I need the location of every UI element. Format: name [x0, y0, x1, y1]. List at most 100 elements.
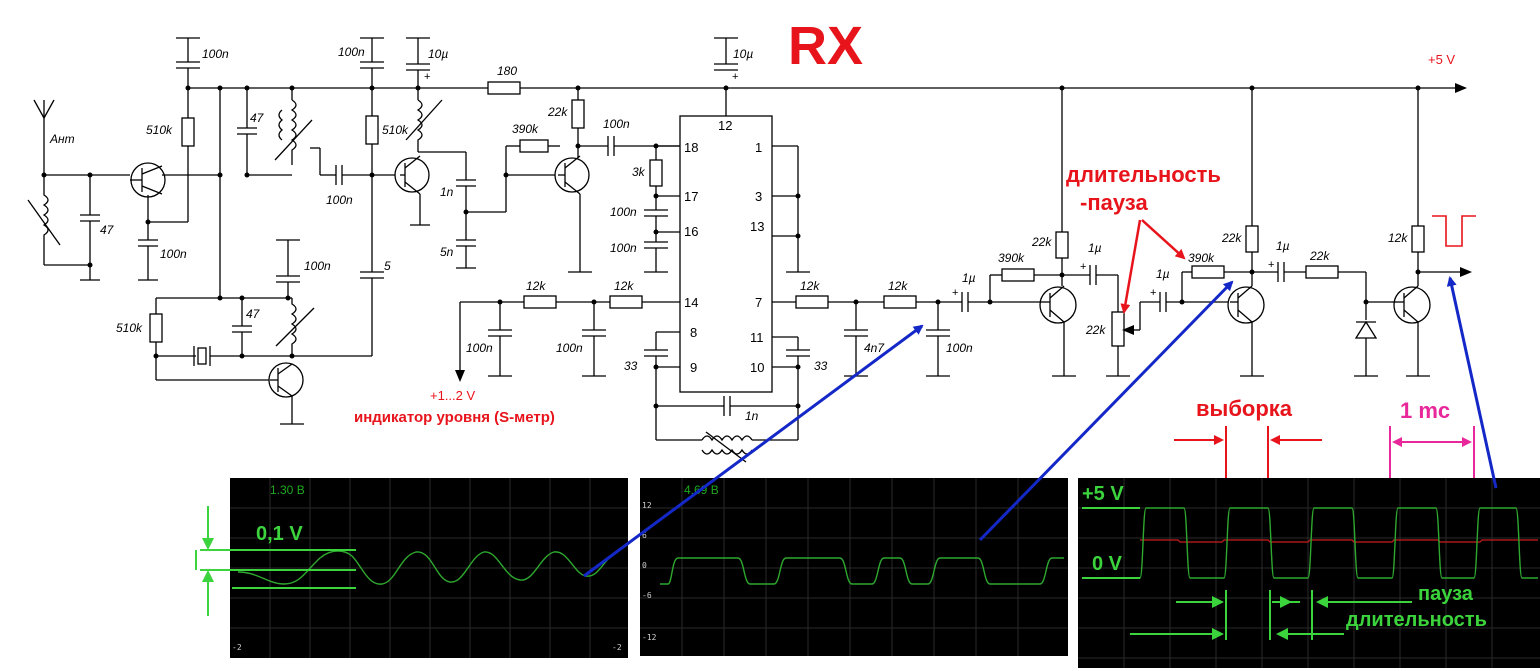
label-r-22k-pot: 22k	[1085, 323, 1106, 337]
ic-pin-8: 8	[690, 325, 697, 340]
label-r-510k-b: 510k	[382, 123, 409, 137]
label-r-22k-d: 22k	[1309, 249, 1330, 263]
svg-text:6: 6	[642, 531, 647, 540]
mixer-stage: + 10µ 510k 1n 5n	[394, 37, 520, 269]
ic-pin-10: 10	[750, 360, 764, 375]
ic-pin-3: 3	[755, 189, 762, 204]
label-c-1u-d: 1µ	[1276, 239, 1290, 253]
output-stage: 12k	[1388, 85, 1476, 377]
label-c-10u-a: 10µ	[428, 47, 448, 61]
label-r-390k-c: 390k	[1188, 251, 1215, 265]
label-c-1n-b: 1n	[745, 409, 759, 423]
level-voltage-label: +1...2 V	[430, 388, 475, 403]
tank-circuit: 47 100n	[217, 85, 400, 298]
oscillator-stage: 510k 47 100n	[116, 239, 331, 425]
label-c-47-a: 47	[100, 223, 115, 237]
label-r-12k-d: 12k	[888, 279, 908, 293]
label-c-33-a: 33	[624, 359, 638, 373]
svg-text:+: +	[952, 287, 958, 299]
label-c-47-c: 47	[246, 307, 261, 321]
label-r-390k-b: 390k	[998, 251, 1025, 265]
oscilloscope-2: 4.69 В 126 0-6 -12	[640, 478, 1068, 656]
ic-chip: + 10µ 12 18 17 16 14 8 9 1 3 13 7 11 10 …	[610, 37, 828, 463]
label-c-100n-g: 100n	[610, 241, 637, 255]
amplifier-stage-2: 390k 22k + 1µ 22k + 1µ	[989, 85, 1230, 377]
label-c-100n-a: 100n	[202, 47, 229, 61]
label-c-1u-a: 1µ	[962, 271, 976, 285]
label-r-180: 180	[497, 64, 517, 78]
annotation-one-ms: 1 mc	[1400, 398, 1450, 423]
title-rx: RX	[788, 16, 863, 76]
ic-pin-16: 16	[684, 224, 698, 239]
probe-arrows	[583, 276, 1498, 578]
svg-text:-6: -6	[642, 591, 652, 600]
annotation-duration-pause-line1: длительность	[1066, 162, 1221, 187]
svg-text:+: +	[424, 71, 430, 83]
scope1-amplitude-label: 0,1 V	[256, 523, 303, 545]
label-c-100n-d: 100n	[338, 45, 365, 59]
annotation-duration-pause-line2: -пауза	[1080, 190, 1148, 215]
label-c-1u-c: 1µ	[1156, 267, 1170, 281]
ic-pin-17: 17	[684, 189, 698, 204]
label-c-100n-j: 100n	[946, 341, 973, 355]
label-r-390k-a: 390k	[512, 122, 539, 136]
bias-network-mid: 100n 510k 5	[292, 37, 409, 357]
duration-pause-annotation: длительность -пауза	[1066, 162, 1221, 314]
label-r-510k-a: 510k	[146, 123, 173, 137]
label-c-100n-f: 100n	[610, 205, 637, 219]
svg-text:+: +	[1268, 259, 1274, 271]
audio-filter: 12k 12k 4n7 100n + 1µ	[772, 271, 1040, 377]
amplifier-stage-3: 390k 22k + 1µ 22k	[1181, 85, 1392, 377]
label-c-100n-h: 100n	[466, 341, 493, 355]
scope3-pause-label: пауза	[1418, 583, 1474, 605]
antenna-label: Ант	[49, 132, 75, 146]
scope3-duration-label: длительность	[1346, 609, 1487, 631]
label-r-510k-c: 510k	[116, 321, 143, 335]
svg-text:-2: -2	[612, 643, 622, 652]
svg-text:-2: -2	[232, 643, 242, 652]
label-c-100n-e: 100n	[603, 117, 630, 131]
label-c-10u-b: 10µ	[733, 47, 753, 61]
label-c-100n-c: 100n	[326, 193, 353, 207]
label-c-5n: 5n	[440, 245, 454, 259]
annotation-sample: выборка	[1196, 396, 1293, 421]
label-c-1n-a: 1n	[440, 185, 454, 199]
scope3-high-label: +5 V	[1082, 483, 1124, 505]
svg-text:-12: -12	[642, 633, 657, 642]
label-r-12k-e: 12k	[1388, 231, 1408, 245]
label-c-100n-k: 100n	[304, 259, 331, 273]
label-r-22k-c: 22k	[1221, 231, 1242, 245]
label-c-100n-i: 100n	[556, 341, 583, 355]
antenna-input-stage: Ант 47 100n 510k	[27, 37, 229, 281]
amplifier-stage-1: 390k 22k 100n	[503, 85, 680, 273]
ic-pin-11: 11	[750, 330, 764, 345]
label-c-47-b: 47	[250, 111, 265, 125]
sample-annotation: выборка	[1174, 396, 1322, 500]
scope3-low-label: 0 V	[1092, 553, 1123, 575]
ic-pin-1: 1	[755, 140, 762, 155]
oscilloscope-3: +5 V 0 V пауза длительность	[1078, 478, 1540, 668]
svg-text:+: +	[1150, 287, 1156, 299]
ic-pin-18: 18	[684, 140, 698, 155]
label-r-12k-b: 12k	[614, 279, 634, 293]
svg-text:+: +	[1080, 261, 1086, 273]
label-c-100n-b: 100n	[160, 247, 187, 261]
svg-text:12: 12	[642, 501, 652, 510]
label-c-1u-b: 1µ	[1088, 241, 1102, 255]
label-r-12k-a: 12k	[526, 279, 546, 293]
ic-pin-14: 14	[684, 295, 698, 310]
oscilloscope-1: 1.30 В 0,1 V -2-2	[195, 478, 628, 658]
svg-text:0: 0	[642, 561, 647, 570]
s-meter-filter: 12k 12k 100n 100n +1...2 V индикатор уро…	[354, 279, 680, 426]
ic-pin-7: 7	[755, 295, 762, 310]
label-r-22k-a: 22k	[547, 105, 568, 119]
ic-pin-12: 12	[718, 118, 732, 133]
supply-label: +5 V	[1428, 52, 1455, 67]
label-c-4n7: 4n7	[864, 341, 885, 355]
svg-text:+: +	[732, 71, 738, 83]
label-c-5: 5	[384, 259, 391, 273]
label-c-33-b: 33	[814, 359, 828, 373]
ic-pin-9: 9	[690, 360, 697, 375]
level-indicator-label: индикатор уровня (S-метр)	[354, 409, 555, 426]
